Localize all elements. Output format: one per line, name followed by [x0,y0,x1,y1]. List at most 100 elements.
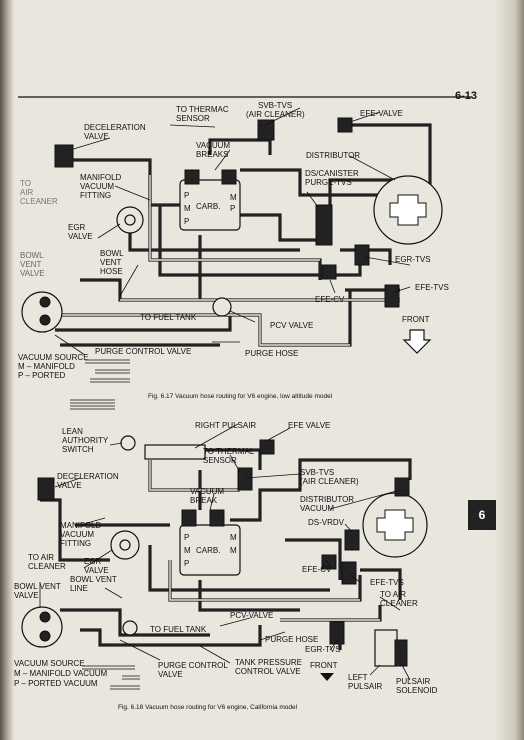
fig2-legend-title: VACUUM SOURCE [14,659,85,668]
fig1-label-egr-tvs: EGR-TVS [395,255,431,264]
fig2-label-efe-cv: EFE-CV [302,565,332,574]
fig1-ds-canister-purge-tvs [315,204,333,246]
fig2-carb-ports-right: M M [230,533,239,555]
fig2-right-pulsair [144,444,206,460]
fig2-label-purge-hose: PURGE HOSE [265,635,318,644]
fig2-label-pcv-valve: PCV-VALVE [230,611,273,620]
fig2-label-lean-authority-switch: LEAN AUTHORITY SWITCH [62,427,110,454]
fig2-label-to-air-cleaner-left: TO AIR CLEANER [28,553,66,571]
fig2-label-right-pulsair: RIGHT PULSAIR [195,421,256,430]
fig2-label-efe-valve: EFE VALVE [288,421,330,430]
fig1-label-svb-tvs: SVB-TVS (AIR CLEANER) [246,101,305,119]
fig1-label-ds-canister-purge-tvs: DS/CANISTER PURGE-TVS [305,169,361,187]
figure-6-17: DECELERATION VALVE TO THERMAC SENSOR SVB… [18,101,449,410]
fig2-distributor-vacuum [394,477,410,497]
fig2-label-front: FRONT [310,661,338,670]
fig2-efe-cv [321,554,337,570]
fig1-pcv-valve [212,297,232,317]
fig1-label-carb: CARB. [196,202,220,211]
fig2-label-ds-vrdv: DS-VRDV [308,518,345,527]
fig2-efe-valve [259,439,275,455]
fig2-pulsair-solenoid [394,639,408,667]
fig2-label-bowl-vent-line: BOWL VENT LINE [70,575,119,593]
fig1-legend-title: VACUUM SOURCE [18,353,89,362]
fig1-carb-ports-left: P M P [184,191,193,226]
fig1-efe-tvs [384,284,400,308]
fig2-label-manifold-vacuum-fitting: MANIFOLD VACUUM FITTING [60,521,104,548]
fig1-label-purge-hose: PURGE HOSE [245,349,298,358]
fig2-label-to-fuel-tank: TO FUEL TANK [150,625,207,634]
fig1-carb-ports-right: M P [230,193,239,213]
fig2-label-tank-pressure-control-valve: TANK PRESSURE CONTROL VALVE [235,658,304,676]
fig2-label-pulsair-solenoid: PULSAIR SOLENOID [396,677,438,695]
fig2-label-egr-valve: EGR VALVE [84,557,109,575]
fig1-efe-cv [321,264,337,280]
fig2-svb-tvs [237,467,253,491]
fig2-ds-vrdv [344,529,360,551]
fig1-egr-tvs [354,244,370,266]
fig2-carb-ports-left: P M P [184,533,193,568]
fig1-efe-valve [337,117,353,133]
fig1-label-bowl-vent-hose: BOWL VENT HOSE [100,249,126,276]
figure-6-18: RIGHT PULSAIR EFE VALVE LEAN AUTHORITY S… [14,421,438,711]
fig2-pcv-valve [122,620,138,636]
fig1-label-front: FRONT [402,315,430,324]
fig1-svb-tvs [257,119,275,141]
fig2-deceleration-valve [37,477,55,501]
fig1-deceleration-valve [54,144,74,168]
fig1-label-manifold-vacuum-fitting: MANIFOLD VACUUM FITTING [80,173,124,200]
fig2-front-arrow [320,673,334,681]
page-number: 6-13 [455,90,478,102]
fig2-label-vacuum-break: VACUUM BREAK [190,487,226,505]
fig2-efe-tvs [341,561,357,585]
fig1-label-efe-tvs: EFE-TVS [415,283,449,292]
fig2-label-deceleration-valve: DECELERATION VALVE [57,472,121,490]
fig2-label-to-thermal-sensor: TO THERMAL SENSOR [203,447,256,465]
fig1-caption: Fig. 6.17 Vacuum hose routing for V6 eng… [148,393,333,400]
fig2-lean-authority-switch [120,435,136,451]
fig1-label-egr-valve: EGR VALVE [68,223,93,241]
fig2-label-purge-control-valve: PURGE CONTROL VALVE [158,661,230,679]
fig1-label-efe-cv: EFE-CV [315,295,345,304]
fig1-vacuum-break-1 [184,169,200,185]
fig2-label-svb-tvs: SVB-TVS (AIR CLEANER) [300,468,359,486]
fig2-egr-tvs [329,621,345,645]
fig1-vacuum-break-2 [221,169,237,185]
fig1-legend-swatch [70,399,115,410]
fig2-vacuum-break-1 [181,509,197,527]
fig1-carburetor [179,179,241,231]
fig2-label-efe-tvs: EFE-TVS [370,578,404,587]
fig1-hoses [50,123,432,347]
fig1-label-distributor: DISTRIBUTOR [306,151,360,160]
fig2-label-egr-tvs: EGR-TVS [305,645,341,654]
fig1-label-deceleration-valve: DECELERATION VALVE [84,123,148,141]
fig2-label-carb: CARB. [196,546,220,555]
fig2-hoses [40,448,412,650]
fig2-legend-manifold: M – MANIFOLD VACUUM [14,669,108,678]
fig2-bowl-vent-valve [21,606,63,648]
fig1-legend-manifold: M – MANIFOLD [18,362,75,371]
fig1-label-vacuum-breaks: VACUUM BREAKS [196,141,232,159]
section-tab: 6 [468,500,496,530]
fig2-vacuum-break-2 [209,509,225,527]
book-spine-shadow [0,0,14,740]
fig1-label-to-fuel-tank: TO FUEL TANK [140,313,197,322]
fig2-legend-swatch [82,665,140,690]
fig2-label-bowl-vent-valve: BOWL VENT VALVE [14,582,63,600]
fig1-front-arrow [402,329,432,354]
page-edge-shadow [494,0,524,740]
fig2-label-to-air-cleaner-right: TO AIR CLEANER [380,590,418,608]
fig1-label-bowl-vent-valve: BOWL VENT VALVE [20,251,46,278]
fig2-label-left-pulsair: LEFT PULSAIR [348,673,382,691]
fig1-label-to-air-cleaner: TO AIR CLEANER [20,179,58,206]
fig1-label-to-thermac-sensor: TO THERMAC SENSOR [176,105,231,123]
fig1-label-efe-valve: EFE-VALVE [360,109,403,118]
fig1-label-purge-control-valve: PURGE CONTROL VALVE [95,347,191,356]
fig2-legend-ported: P – PORTED VACUUM [14,679,98,688]
fig1-bowl-vent-valve [21,291,63,333]
fig2-left-pulsair [374,629,398,667]
fig1-label-pcv-valve: PCV VALVE [270,321,313,330]
fig2-caption: Fig. 6.18 Vacuum hose routing for V6 eng… [118,704,298,711]
